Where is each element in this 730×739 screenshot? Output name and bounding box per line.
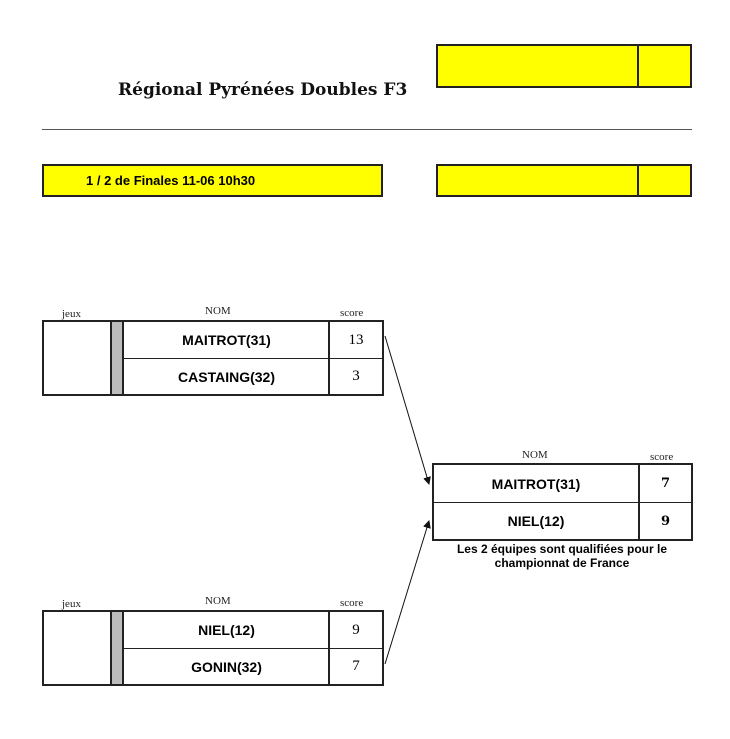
jeux-label: jeux [62, 308, 81, 320]
page-title: Régional Pyrénées Doubles F3 [118, 80, 408, 100]
score-label: score [340, 597, 364, 609]
team-score: 7 [638, 465, 691, 503]
score-label: score [340, 307, 364, 319]
nom-label: NOM [205, 305, 231, 317]
match-2-table: NIEL(12) 9 GONIN(32) 7 [42, 610, 384, 686]
team-score: 7 [328, 649, 382, 684]
round-label: 1 / 2 de Finales 11-06 10h30 [42, 164, 383, 197]
team-score: 13 [328, 322, 382, 359]
arrow-match-1 [384, 335, 431, 485]
nom-label: NOM [205, 595, 231, 607]
divider [42, 129, 692, 130]
jeux-label: jeux [62, 598, 81, 610]
team-name: GONIN(32) [191, 658, 262, 675]
score-label: score [650, 451, 674, 463]
team-name: NIEL(12) [124, 612, 329, 649]
nom-label: NOM [522, 449, 548, 461]
round-yellow-box [436, 164, 692, 197]
team-name: CASTAING(32) [178, 368, 275, 385]
qualification-note: Les 2 équipes sont qualifiées pour le ch… [456, 542, 668, 570]
team-score: 9 [328, 612, 382, 649]
team-score: 3 [328, 359, 382, 394]
arrow-match-2 [384, 520, 431, 665]
team-score: 9 [638, 503, 691, 539]
team-name: MAITROT(31) [124, 322, 329, 359]
match-1-table: MAITROT(31) 13 CASTAING(32) 3 [42, 320, 384, 396]
team-name: MAITROT(31) [434, 465, 638, 503]
final-table: MAITROT(31) 7 NIEL(12) 9 [432, 463, 693, 541]
top-yellow-box [436, 44, 692, 88]
team-name: NIEL(12) [507, 513, 565, 529]
